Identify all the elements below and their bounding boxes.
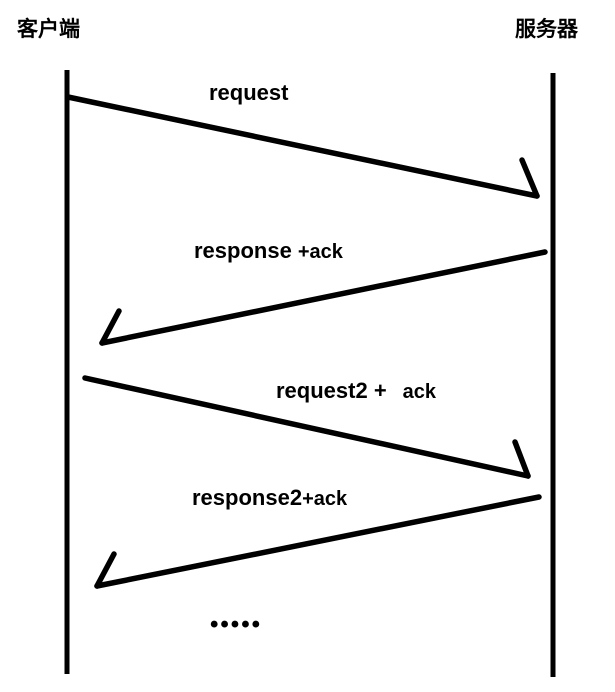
- message-label-response-secondary: +ack: [297, 241, 343, 263]
- message-label-request2: request2 + ack: [276, 378, 437, 403]
- message-label-response2-secondary: +ack: [302, 488, 348, 510]
- message-arrow-request2: [82, 375, 531, 479]
- continuation-ellipsis: •••••: [210, 611, 263, 638]
- actor-label-client: 客户端: [17, 18, 80, 41]
- message-label-request2-secondary: ack: [402, 381, 437, 403]
- message-label-response2-primary: response2: [192, 485, 303, 510]
- message-label-response2: response2+ack: [192, 485, 348, 510]
- message-arrow-response2: [94, 494, 542, 589]
- message-label-request2-primary: request2 +: [276, 378, 387, 403]
- message-label-request: request: [209, 80, 289, 105]
- message-label-response-primary: response: [194, 238, 292, 263]
- message-arrow-request: [65, 94, 540, 199]
- message-label-response: response+ack: [194, 238, 343, 263]
- actor-label-server: 服务器: [515, 18, 578, 41]
- message-arrow-response: [99, 249, 548, 346]
